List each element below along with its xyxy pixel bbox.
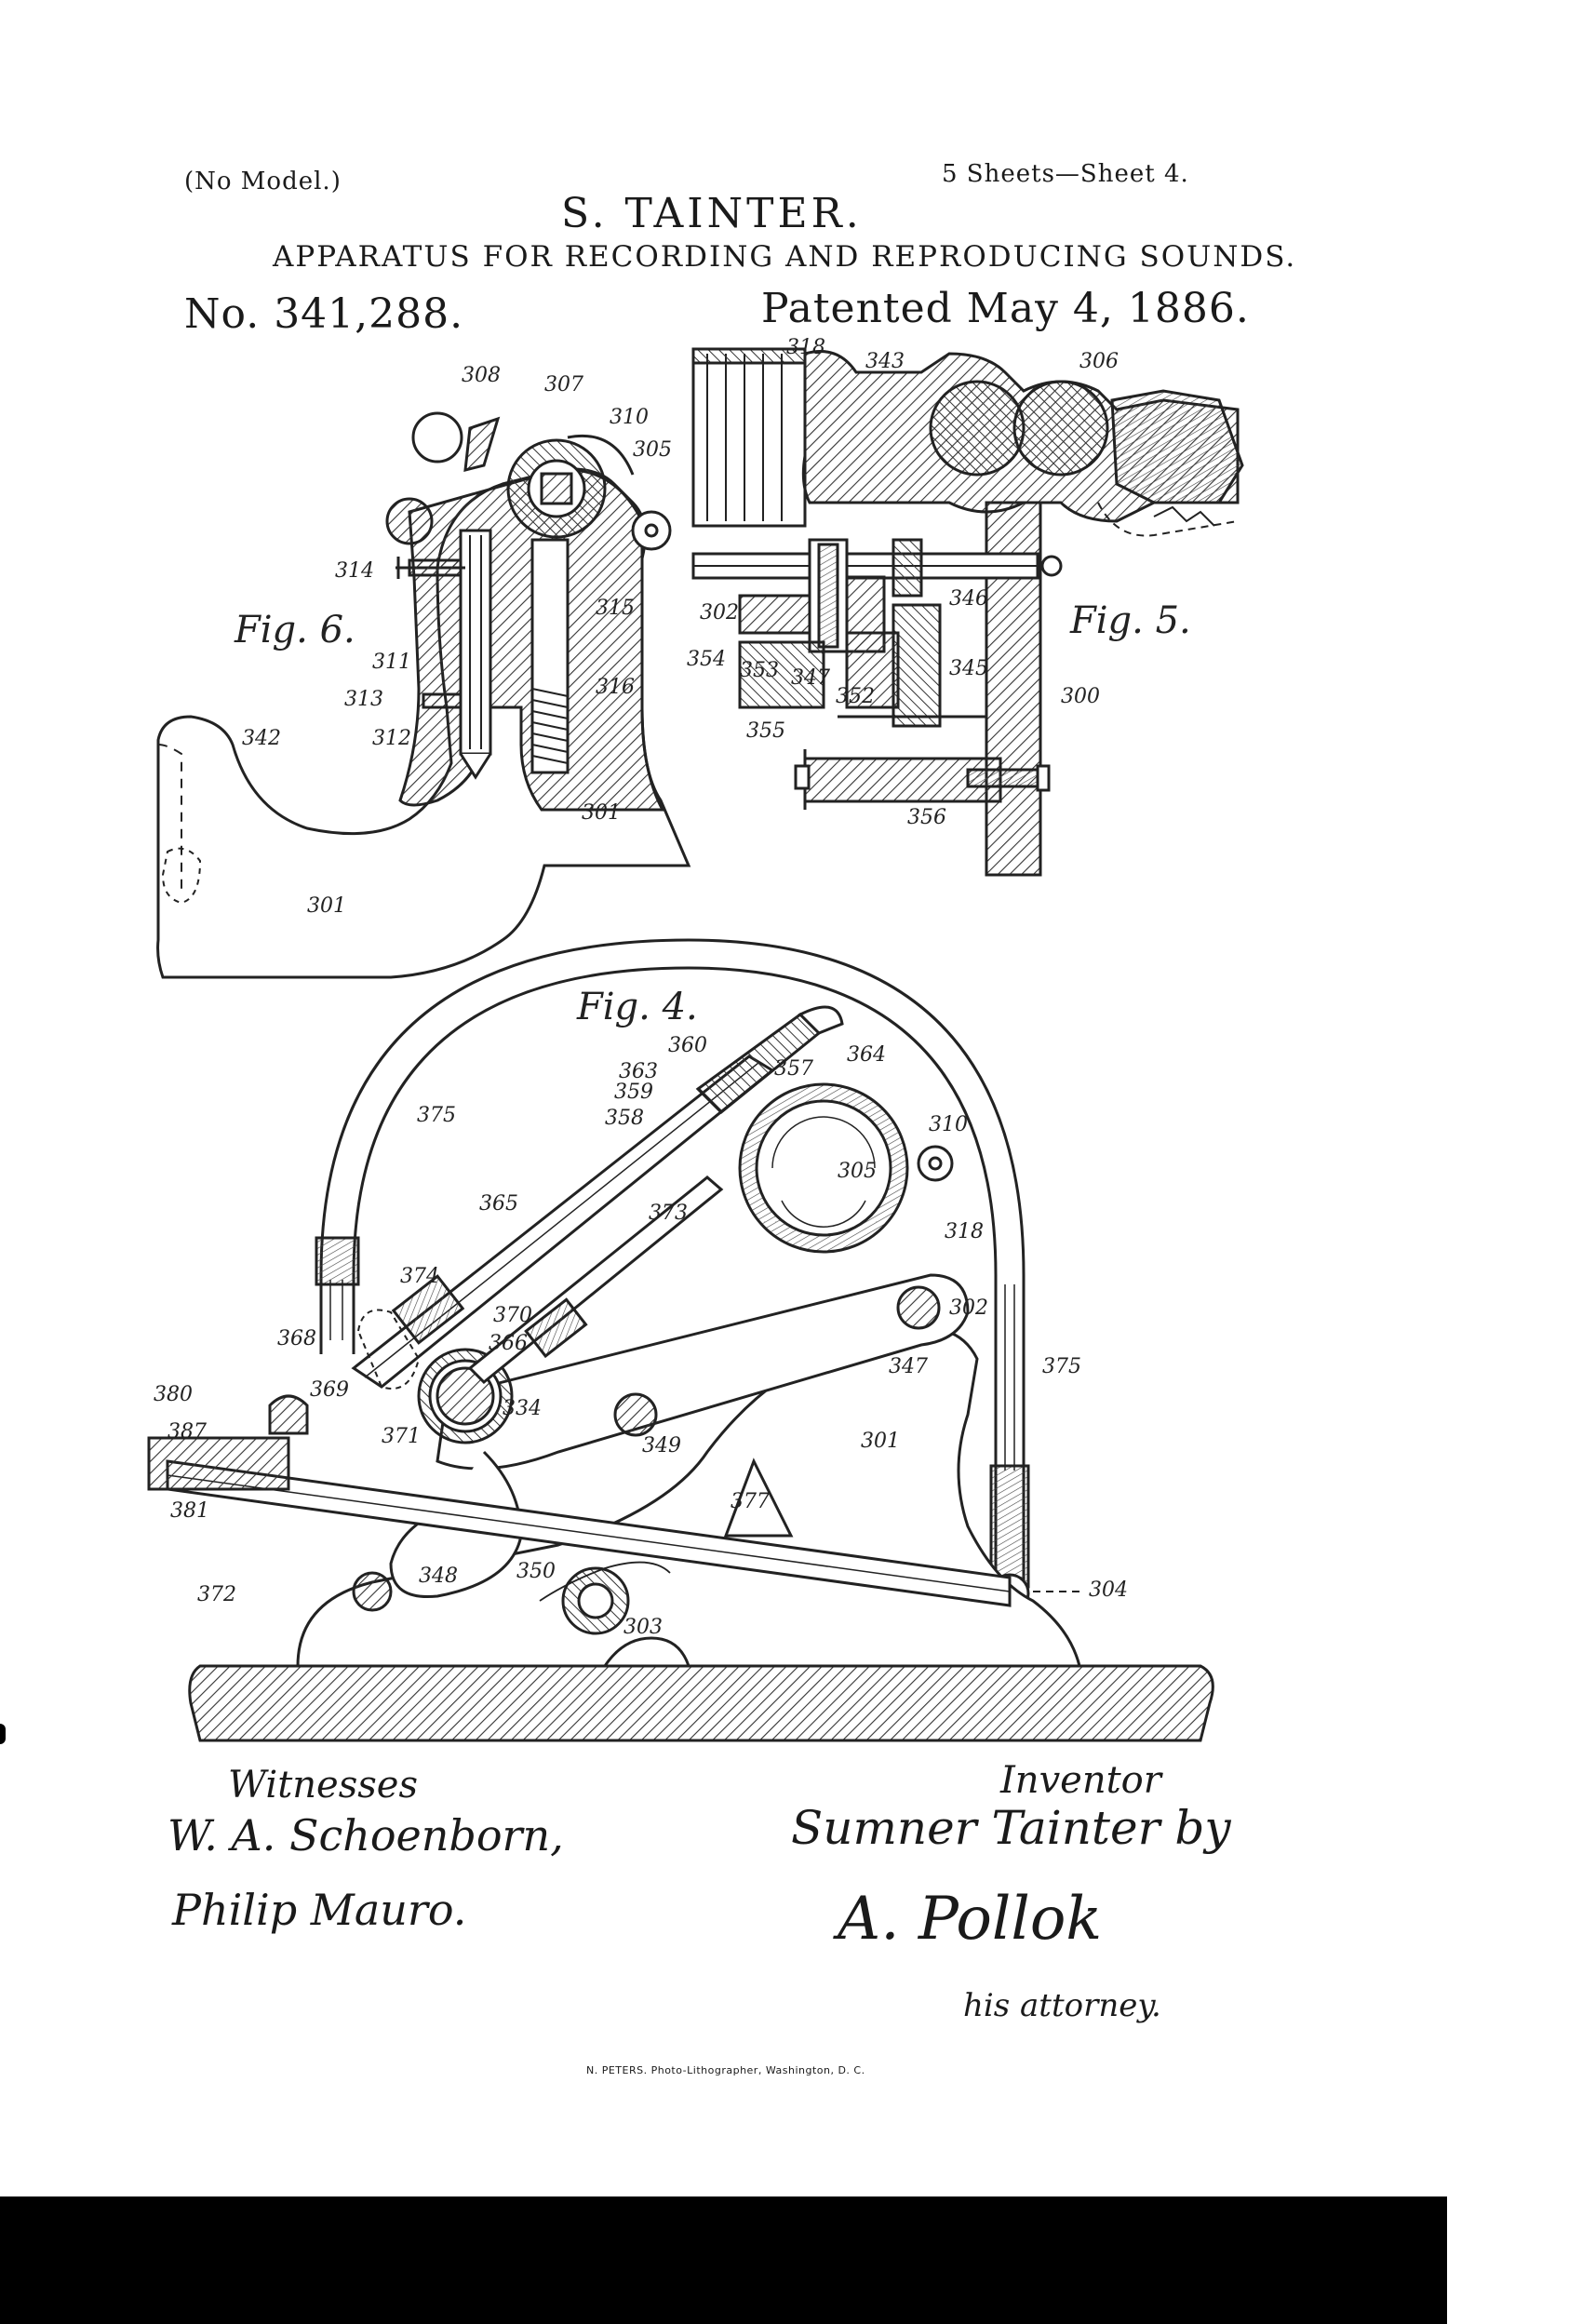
ref-363: 363: [619, 1060, 658, 1083]
ref-318-f4: 318: [945, 1220, 984, 1243]
ref-381: 381: [170, 1499, 209, 1523]
ref-374: 374: [400, 1265, 439, 1288]
scan-edge-mark: [0, 1724, 6, 1744]
ref-358: 358: [605, 1107, 644, 1130]
ref-307: 307: [544, 373, 583, 396]
scan-border: [0, 2196, 1447, 2324]
ref-315: 315: [596, 597, 635, 620]
attorney-signature: A. Pollok: [838, 1885, 1103, 1954]
ref-311: 311: [372, 651, 411, 674]
ref-300: 300: [1061, 685, 1100, 708]
ref-308: 308: [462, 364, 501, 387]
witness-signature-2: Philip Mauro.: [172, 1885, 467, 1935]
ref-304: 304: [1089, 1578, 1128, 1602]
fig-5-label: Fig. 5.: [1069, 599, 1191, 642]
ref-342: 342: [242, 727, 281, 750]
ref-370: 370: [493, 1304, 532, 1327]
ref-312: 312: [372, 727, 411, 750]
ref-306: 306: [1079, 350, 1119, 373]
ref-301-f4: 301: [861, 1430, 900, 1453]
patent-date: Patented May 4, 1886.: [761, 285, 1250, 332]
attorney-label: his attorney.: [963, 1987, 1161, 2024]
ref-302-f4: 302: [949, 1296, 988, 1320]
ref-346: 346: [949, 587, 988, 611]
ref-353: 353: [740, 659, 779, 682]
ref-303: 303: [623, 1616, 663, 1639]
figure-4: [147, 938, 1214, 1742]
ref-357: 357: [774, 1057, 813, 1081]
ref-372: 372: [197, 1583, 236, 1606]
ref-305-f4: 305: [838, 1160, 877, 1183]
ref-364: 364: [847, 1043, 886, 1067]
ref-377: 377: [731, 1490, 770, 1513]
ref-352: 352: [836, 685, 875, 708]
ref-318: 318: [786, 336, 825, 359]
ref-360: 360: [668, 1034, 707, 1057]
ref-366: 366: [489, 1332, 528, 1355]
witness-signature-1: W. A. Schoenborn,: [168, 1810, 564, 1861]
figure-6: [156, 411, 691, 979]
witnesses-label: Witnesses: [228, 1764, 418, 1807]
ref-375-b: 375: [1042, 1355, 1081, 1378]
ref-387: 387: [168, 1420, 207, 1444]
inventor-label: Inventor: [1000, 1759, 1161, 1802]
ref-302: 302: [700, 601, 739, 625]
ref-343: 343: [865, 350, 905, 373]
ref-365: 365: [479, 1192, 518, 1216]
ref-305: 305: [633, 438, 672, 462]
ref-314: 314: [335, 559, 374, 583]
ref-313: 313: [344, 688, 383, 711]
ref-373: 373: [649, 1202, 688, 1225]
inventor-signature: Sumner Tainter by: [791, 1801, 1231, 1855]
ref-368: 368: [277, 1327, 316, 1350]
ref-349: 349: [642, 1434, 681, 1458]
ref-355: 355: [746, 719, 785, 743]
ref-359: 359: [614, 1081, 653, 1104]
ref-371: 371: [382, 1425, 421, 1448]
ref-380: 380: [154, 1383, 193, 1406]
ref-310-f4: 310: [929, 1113, 968, 1136]
ref-347: 347: [791, 666, 830, 690]
ref-310: 310: [610, 406, 649, 429]
figure-5: [691, 347, 1244, 877]
patent-number: No. 341,288.: [184, 290, 464, 338]
ref-348: 348: [419, 1565, 458, 1588]
ref-301-a: 301: [582, 801, 621, 825]
inventor-heading: S. TAINTER.: [561, 190, 863, 237]
ref-301-b: 301: [307, 894, 346, 918]
no-model-label: (No Model.): [184, 168, 342, 195]
lithographer-credit: N. PETERS. Photo-Lithographer, Washingto…: [586, 2064, 865, 2076]
ref-334: 334: [503, 1397, 542, 1420]
ref-347-f4: 347: [889, 1355, 928, 1378]
ref-345: 345: [949, 657, 988, 680]
ref-350: 350: [516, 1560, 556, 1583]
sheet-number: 5 Sheets—Sheet 4.: [942, 160, 1189, 188]
patent-title: APPARATUS FOR RECORDING AND REPRODUCING …: [273, 240, 1297, 274]
ref-369: 369: [310, 1378, 349, 1402]
ref-356: 356: [907, 806, 946, 829]
ref-316: 316: [596, 676, 635, 699]
ref-375-a: 375: [417, 1104, 456, 1127]
fig-6-label: Fig. 6.: [234, 609, 355, 652]
fig-4-label: Fig. 4.: [576, 986, 698, 1028]
ref-354: 354: [687, 648, 726, 671]
